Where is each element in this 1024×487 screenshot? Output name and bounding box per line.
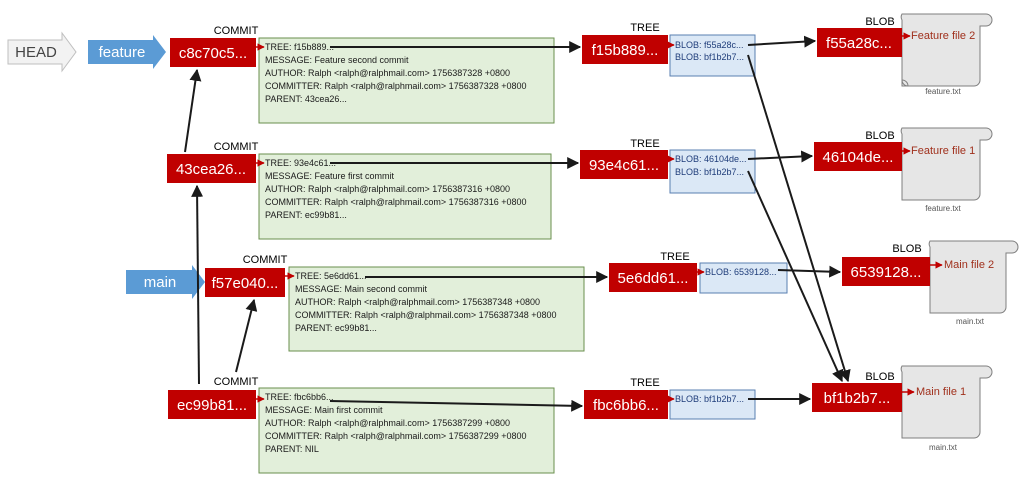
commit-parent-line: PARENT: 43cea26...	[265, 94, 347, 104]
main-label: main	[144, 274, 177, 291]
commit-content-box: TREE: f15b889... MESSAGE: Feature second…	[258, 37, 555, 124]
tree-entries-box: BLOB: 6539128...	[699, 262, 788, 294]
tree-hash: 93e4c61...	[589, 157, 659, 174]
blob-content: Feature file 1	[911, 145, 975, 157]
commit-hash-box: ec99b81...	[168, 390, 256, 419]
tree-entries-box: BLOB: f55a28c... BLOB: bf1b2b7...	[669, 34, 756, 77]
tree-entry: BLOB: bf1b2b7...	[675, 394, 744, 404]
tree-entries-box: BLOB: 46104de... BLOB: bf1b2b7...	[669, 149, 756, 194]
tree-entry: BLOB: 46104de...	[675, 154, 747, 164]
tree-hash-box: 5e6dd61...	[609, 263, 697, 292]
commit-content-box: TREE: 5e6dd61... MESSAGE: Main second co…	[288, 266, 585, 352]
tree-header: TREE	[630, 377, 659, 389]
commit-hash: f57e040...	[212, 275, 279, 292]
tree-entry: BLOB: 6539128...	[705, 267, 777, 277]
commit-message-line: MESSAGE: Main second commit	[295, 284, 428, 294]
blob-hash-box: 6539128...	[842, 257, 930, 286]
commit-committer-line: COMMITTER: Ralph <ralph@ralphmail.com> 1…	[265, 431, 527, 441]
commit-parent-line: PARENT: NIL	[265, 444, 319, 454]
blob-content: Main file 2	[944, 259, 994, 271]
branch-main: main	[126, 265, 205, 299]
blob-header: BLOB	[865, 16, 894, 28]
tree-hash-box: 93e4c61...	[580, 150, 668, 179]
commit-tree-line: TREE: fbc6bb6...	[265, 392, 334, 402]
tree-header: TREE	[660, 251, 689, 263]
commit-message-line: MESSAGE: Feature first commit	[265, 171, 395, 181]
blob-header: BLOB	[892, 243, 921, 255]
blob-scroll	[900, 127, 993, 201]
tree-hash: f15b889...	[592, 42, 659, 59]
blob-filename: main.txt	[956, 317, 985, 326]
head-pointer: HEAD	[7, 31, 77, 73]
commit-hash-box: 43cea26...	[167, 154, 256, 183]
commit-message-line: MESSAGE: Main first commit	[265, 405, 383, 415]
commit-tree-line: TREE: f15b889...	[265, 42, 334, 52]
tree-hash-box: f15b889...	[582, 35, 668, 64]
feature-label: feature	[99, 44, 146, 61]
blob-filename: feature.txt	[925, 87, 961, 96]
tree-entry: BLOB: bf1b2b7...	[675, 52, 744, 62]
tree-hash-box: fbc6bb6...	[584, 390, 668, 419]
blob-hash-box: 46104de...	[814, 142, 902, 171]
blob-filename: feature.txt	[925, 204, 961, 213]
tree-header: TREE	[630, 138, 659, 150]
commit-hash: 43cea26...	[176, 161, 246, 178]
commit-committer-line: COMMITTER: Ralph <ralph@ralphmail.com> 1…	[295, 310, 557, 320]
reference-arrows	[184, 35, 851, 412]
blob-content: Feature file 2	[911, 30, 975, 42]
blob-hash-box: bf1b2b7...	[812, 383, 902, 412]
commit-hash-box: f57e040...	[205, 268, 285, 297]
tree-entry: BLOB: bf1b2b7...	[675, 167, 744, 177]
blob-header: BLOB	[865, 371, 894, 383]
commit-author-line: AUTHOR: Ralph <ralph@ralphmail.com> 1756…	[265, 68, 510, 78]
blob-hash: f55a28c...	[826, 35, 892, 52]
blob-hash: 6539128...	[851, 264, 922, 281]
commit-parent-line: PARENT: ec99b81...	[265, 210, 347, 220]
commit-author-line: AUTHOR: Ralph <ralph@ralphmail.com> 1756…	[295, 297, 540, 307]
commit-header: COMMIT	[214, 376, 259, 388]
commit-header: COMMIT	[214, 25, 259, 37]
tree-entries-box: BLOB: bf1b2b7...	[669, 389, 756, 420]
blob-scroll	[900, 365, 993, 439]
red-connector-arrows	[256, 32, 943, 403]
commit-message-line: MESSAGE: Feature second commit	[265, 55, 409, 65]
commit-hash-box: c8c70c5...	[170, 38, 256, 67]
commit-tree-line: TREE: 93e4c61...	[265, 158, 336, 168]
blob-scroll	[928, 240, 1019, 314]
tree-hash: 5e6dd61...	[618, 270, 689, 287]
blob-header: BLOB	[865, 130, 894, 142]
blob-hash: bf1b2b7...	[824, 390, 891, 407]
commit-author-line: AUTHOR: Ralph <ralph@ralphmail.com> 1756…	[265, 418, 510, 428]
tree-hash: fbc6bb6...	[593, 397, 659, 414]
blob-content: Main file 1	[916, 386, 966, 398]
blob-hash: 46104de...	[823, 149, 894, 166]
commit-committer-line: COMMITTER: Ralph <ralph@ralphmail.com> 1…	[265, 197, 527, 207]
commit-header: COMMIT	[243, 254, 288, 266]
commit-hash: ec99b81...	[177, 397, 247, 414]
tree-entry: BLOB: f55a28c...	[675, 40, 744, 50]
commit-parent-line: PARENT: ec99b81...	[295, 323, 377, 333]
commit-tree-line: TREE: 5e6dd61...	[295, 271, 367, 281]
tree-header: TREE	[630, 22, 659, 34]
commit-author-line: AUTHOR: Ralph <ralph@ralphmail.com> 1756…	[265, 184, 510, 194]
commit-content-box: TREE: fbc6bb6... MESSAGE: Main first com…	[258, 387, 555, 474]
branch-feature: feature	[88, 35, 166, 69]
blob-filename: main.txt	[929, 443, 958, 452]
commit-content-box: TREE: 93e4c61... MESSAGE: Feature first …	[258, 153, 552, 240]
commit-committer-line: COMMITTER: Ralph <ralph@ralphmail.com> 1…	[265, 81, 527, 91]
blob-hash-box: f55a28c...	[817, 28, 902, 57]
commit-header: COMMIT	[214, 141, 259, 153]
blob-scroll	[900, 13, 993, 87]
head-label: HEAD	[15, 44, 57, 61]
commit-hash: c8c70c5...	[179, 45, 247, 62]
